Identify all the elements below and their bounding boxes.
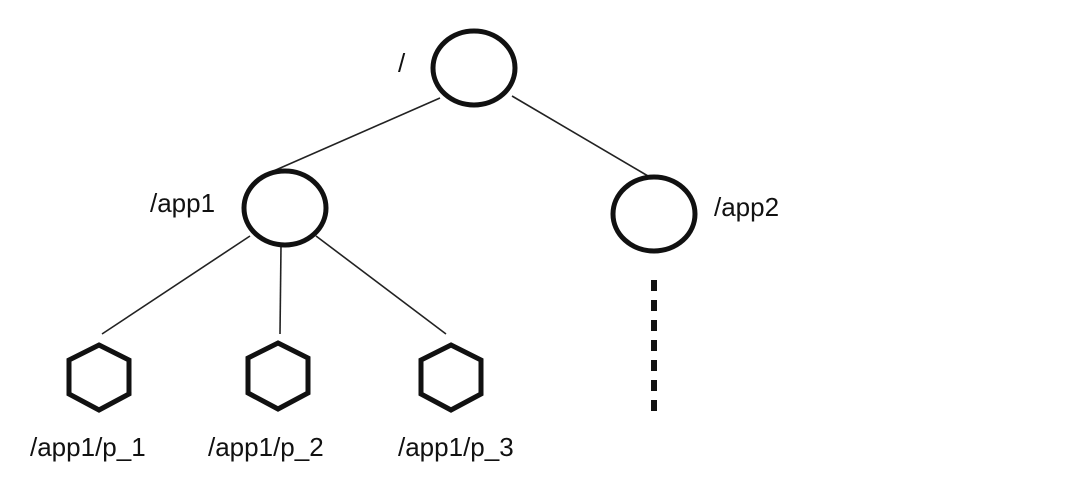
node-app1 <box>241 168 329 248</box>
node-p1-label: /app1/p_1 <box>30 432 146 462</box>
node-p3-label: /app1/p_3 <box>398 432 514 462</box>
node-root-label: / <box>398 48 406 78</box>
edge-app1-p2 <box>279 245 282 335</box>
node-app2 <box>610 174 698 254</box>
node-app1-label: /app1 <box>150 188 215 218</box>
node-p2 <box>245 340 311 412</box>
node-p1 <box>66 342 132 413</box>
node-app2-label: /app2 <box>714 192 779 222</box>
edge-root-app2 <box>511 95 649 177</box>
node-p3 <box>418 342 484 413</box>
node-p2-label: /app1/p_2 <box>208 432 324 462</box>
node-root <box>430 28 518 108</box>
edge-app1-p3 <box>315 235 447 335</box>
edge-root-app1 <box>261 97 441 177</box>
edge-app1-p1 <box>101 235 251 335</box>
